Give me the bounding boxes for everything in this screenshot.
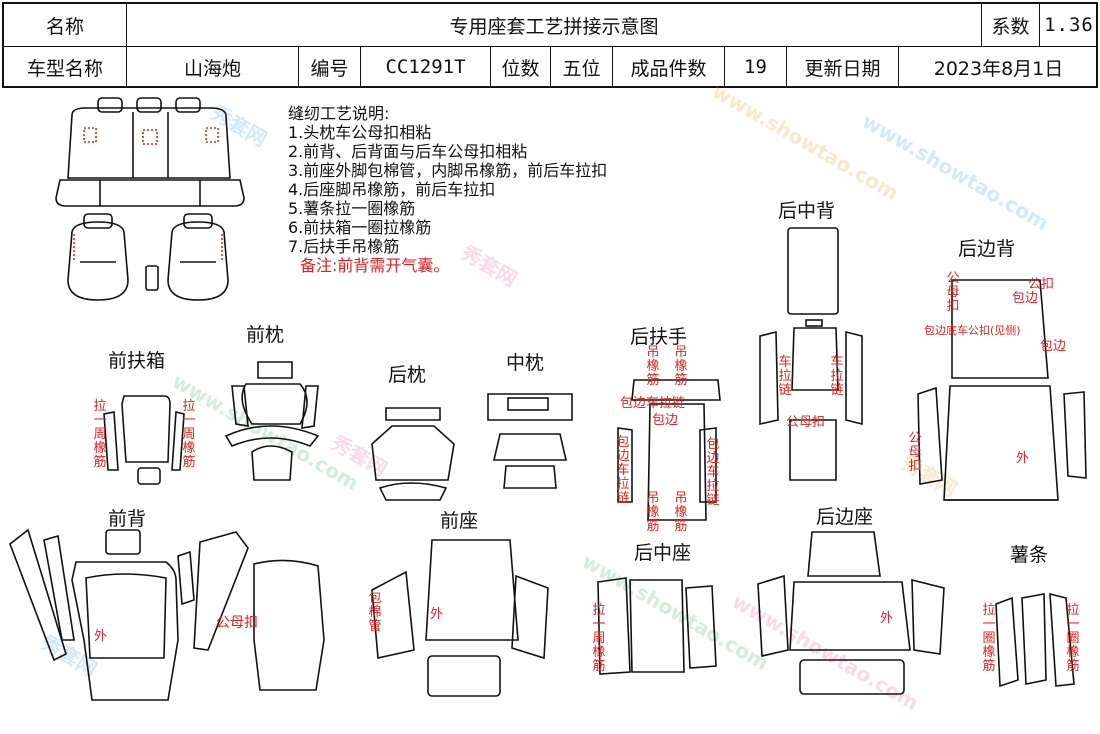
notes-title: 缝纫工艺说明: (288, 104, 390, 123)
note-item: 1.头枕车公母扣相粘 (288, 123, 432, 142)
annotation-car-zipper: 车拉链 (778, 355, 792, 398)
annotation-pull-elastic: 拉一圈橡筋 (1066, 603, 1080, 674)
annotation-edge-zipper: 包边车拉链 (706, 437, 720, 508)
model-value: 山海炮 (127, 46, 299, 88)
section-rear-side-seat: 后边座 (816, 506, 874, 528)
annotation-snap: 公母扣 (946, 271, 960, 314)
rear-side-seat-pieces (757, 531, 945, 695)
model-label: 车型名称 (4, 46, 127, 88)
section-fries-strip: 薯条 (1010, 544, 1049, 566)
middle-headrest-pieces (487, 393, 573, 489)
section-rear-middle-seat: 后中座 (634, 542, 692, 564)
annotation-snap: 公扣 (1028, 277, 1055, 292)
annotation-edge-binding: 包边 (652, 413, 679, 428)
front-back-pieces (9, 528, 325, 701)
section-middle-headrest: 中枕 (506, 352, 545, 374)
annotation-edge-binding: 包边 (1012, 291, 1039, 306)
header-table: 名称 专用座套工艺拼接示意图 系数 1.36 车型名称 山海炮 编号 CC129… (2, 2, 1098, 88)
seats-label: 位数 (491, 46, 551, 88)
annotation-snap: 公母扣 (216, 615, 258, 631)
section-front-seat: 前座 (440, 510, 479, 532)
annotation-pull-elastic: 拉一周橡筋 (93, 399, 107, 470)
annotation-hang-elastic: 吊橡筋 (646, 491, 660, 534)
coefficient-value: 1.36 (1044, 14, 1094, 36)
front-seats-thumbnail (67, 213, 229, 301)
pieces-value: 19 (725, 46, 787, 88)
pieces-label: 成品件数 (613, 46, 725, 88)
annotation-car-zipper: 车拉链 (830, 355, 844, 398)
section-front-headrest: 前枕 (246, 324, 285, 346)
note-item: 4.后座脚吊橡筋，前后车拉扣 (288, 180, 496, 199)
sewing-notes: 缝纫工艺说明: 1.头枕车公母扣相粘 2.前背、后背面与后车公母扣相粘 3.前座… (288, 104, 607, 275)
rear-headrest-pieces (371, 407, 455, 501)
header-row-1: 名称 专用座套工艺拼接示意图 系数 1.36 (4, 4, 1096, 47)
rear-bench-thumbnail (55, 97, 245, 207)
annotation-edge-binding: 包边 (1040, 339, 1067, 354)
annotation-hang-elastic: 吊橡筋 (646, 345, 660, 388)
note-item: 7.后扶手吊橡筋 (288, 237, 400, 256)
annotation-hang-elastic: 吊橡筋 (674, 491, 688, 534)
section-rear-armrest: 后扶手 (630, 326, 688, 348)
code-label: 编号 (299, 46, 361, 88)
section-rear-side-back: 后边背 (958, 238, 1016, 260)
annotation-outer: 外 (1016, 451, 1030, 466)
name-label: 名称 (4, 4, 127, 46)
fries-strip-pieces (995, 592, 1075, 688)
section-front-back: 前背 (108, 508, 147, 530)
date-label: 更新日期 (787, 46, 899, 88)
annotation-edge-zipper: 包边车拉链 (620, 396, 686, 411)
annotation-cotton-tube: 包棉管 (368, 591, 382, 634)
coefficient-label: 系数 (982, 4, 1040, 46)
annotation-outer: 外 (880, 611, 894, 626)
front-armbox-pieces (103, 395, 185, 485)
notes-remark: 备注:前背需开气囊。 (300, 256, 450, 275)
rear-middle-back-pieces (759, 227, 863, 481)
note-item: 5.薯条拉一圈橡筋 (288, 199, 416, 218)
seats-value: 五位 (551, 46, 613, 88)
annotation-outer: 外 (94, 629, 108, 644)
annotation-edge-bottom-snap: 包边底车公扣(见侧) (924, 324, 1021, 337)
section-rear-middle-back: 后中背 (778, 200, 836, 222)
annotation-outer: 外 (430, 607, 444, 622)
header-row-2: 车型名称 山海炮 编号 CC1291T 位数 五位 成品件数 19 更新日期 2… (4, 46, 1096, 88)
note-item: 2.前背、后背面与后车公母扣相粘 (288, 142, 528, 161)
front-headrest-pieces (224, 361, 320, 481)
annotation-snap: 公母扣 (786, 415, 826, 430)
annotation-pull-elastic: 拉一周橡筋 (182, 399, 196, 470)
code-value: CC1291T (361, 46, 491, 88)
annotation-pull-elastic: 拉一圈橡筋 (982, 603, 996, 674)
date-value: 2023年8月1日 (933, 57, 1064, 80)
rear-side-back-pieces (917, 279, 1087, 501)
section-rear-headrest: 后枕 (388, 364, 427, 386)
annotation-hang-elastic: 吊橡筋 (674, 345, 688, 388)
note-item: 3.前座外脚包棉管，内脚吊橡筋，前后车拉扣 (288, 161, 608, 180)
front-seat-pieces (371, 539, 549, 697)
annotation-snap: 公母扣 (908, 431, 922, 474)
annotation-edge-zipper: 包边车拉链 (616, 435, 630, 506)
note-item: 6.前扶箱一圈拉橡筋 (288, 218, 432, 237)
page-title: 专用座套工艺拼接示意图 (127, 4, 982, 46)
rear-middle-seat-pieces (597, 577, 717, 675)
rear-armrest-pieces (617, 379, 721, 521)
section-front-armbox: 前扶箱 (108, 350, 166, 372)
annotation-pull-elastic: 拉一周橡筋 (592, 603, 606, 674)
